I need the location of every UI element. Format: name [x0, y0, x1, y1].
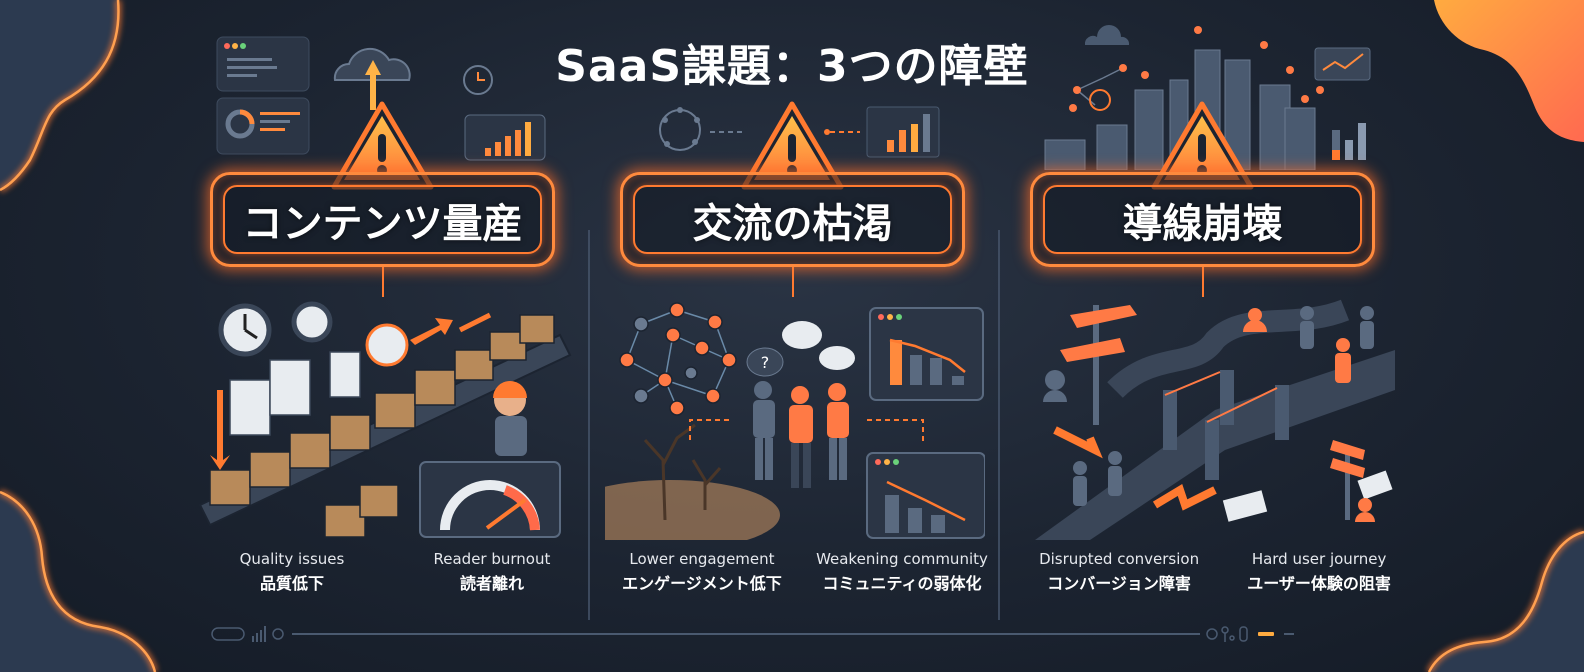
connector-line	[382, 267, 384, 297]
panel-captions: Disrupted conversion コンバージョン障害 Hard user…	[1015, 550, 1415, 594]
compass-icon	[1206, 628, 1218, 640]
panel-heading: コンテンツ量産	[242, 200, 523, 247]
panel-heading-banner: 交流の枯渇	[620, 172, 965, 267]
panel-funnel-breakdown: 導線崩壊 Disrupted conversion コンバージョン障害 Hard…	[1015, 20, 1415, 620]
panel-divider	[998, 230, 1000, 620]
gear-icon	[272, 628, 284, 640]
caption-item: Hard user journey ユーザー体験の阻害	[1247, 550, 1391, 594]
page-title: SaaS課題：3つの障壁	[555, 41, 1029, 92]
caption-item: Disrupted conversion コンバージョン障害	[1039, 550, 1199, 594]
caption-en: Weakening community	[816, 550, 988, 568]
caption-ja: エンゲージメント低下	[622, 574, 782, 593]
panel-heading: 導線崩壊	[1122, 200, 1283, 247]
caption-ja: コミュニティの弱体化	[822, 574, 982, 593]
panel-captions: Lower engagement エンゲージメント低下 Weakening co…	[605, 550, 1005, 594]
connector-line	[1202, 267, 1204, 297]
corner-blob-bottom-right	[1426, 529, 1584, 672]
caption-ja: コンバージョン障害	[1047, 574, 1191, 593]
panel-divider	[588, 230, 590, 620]
connector-line	[792, 267, 794, 297]
svg-text:?: ?	[761, 353, 770, 372]
panel-captions: Quality issues 品質低下 Reader burnout 読者離れ	[195, 550, 595, 594]
community-illustration: ?	[605, 302, 985, 540]
panel-heading: 交流の枯渇	[692, 200, 893, 247]
corner-blob-top-left	[0, 0, 122, 193]
network-chart-icon	[659, 106, 940, 158]
conveyor-belt-illustration	[198, 301, 572, 538]
battery-icon	[1239, 626, 1248, 642]
caption-item: Quality issues 品質低下	[240, 550, 345, 594]
caption-en: Lower engagement	[629, 550, 775, 568]
signal-bars-icon	[252, 626, 266, 642]
caption-item: Weakening community コミュニティの弱体化	[816, 550, 988, 594]
caption-ja: 読者離れ	[459, 574, 524, 593]
caption-en: Quality issues	[239, 550, 345, 568]
footer-decoration	[211, 626, 1294, 642]
caption-ja: ユーザー体験の阻害	[1247, 574, 1391, 593]
panel-communication-depletion: 交流の枯渇 ? Lower engageme	[605, 20, 1005, 620]
panel-heading-banner: コンテンツ量産	[210, 172, 555, 267]
caption-ja: 品質低下	[259, 574, 324, 593]
dashboard-cloud-icon	[216, 36, 546, 161]
broken-bridge-illustration	[1035, 299, 1395, 540]
panel-heading-banner: 導線崩壊	[1030, 172, 1375, 267]
corner-blob-top-right	[1434, 0, 1584, 142]
caption-item: Reader burnout 読者離れ	[434, 550, 551, 594]
key-icon	[1221, 626, 1235, 642]
pill-icon	[211, 627, 245, 641]
caption-en: Disrupted conversion	[1039, 550, 1200, 568]
caption-en: Reader burnout	[433, 550, 551, 568]
panel-content-mass-production: コンテンツ量産 Quality issues 品質低下	[195, 20, 595, 620]
corner-blob-bottom-left	[0, 489, 158, 672]
caption-en: Hard user journey	[1251, 550, 1387, 568]
caption-item: Lower engagement エンゲージメント低下	[622, 550, 782, 594]
